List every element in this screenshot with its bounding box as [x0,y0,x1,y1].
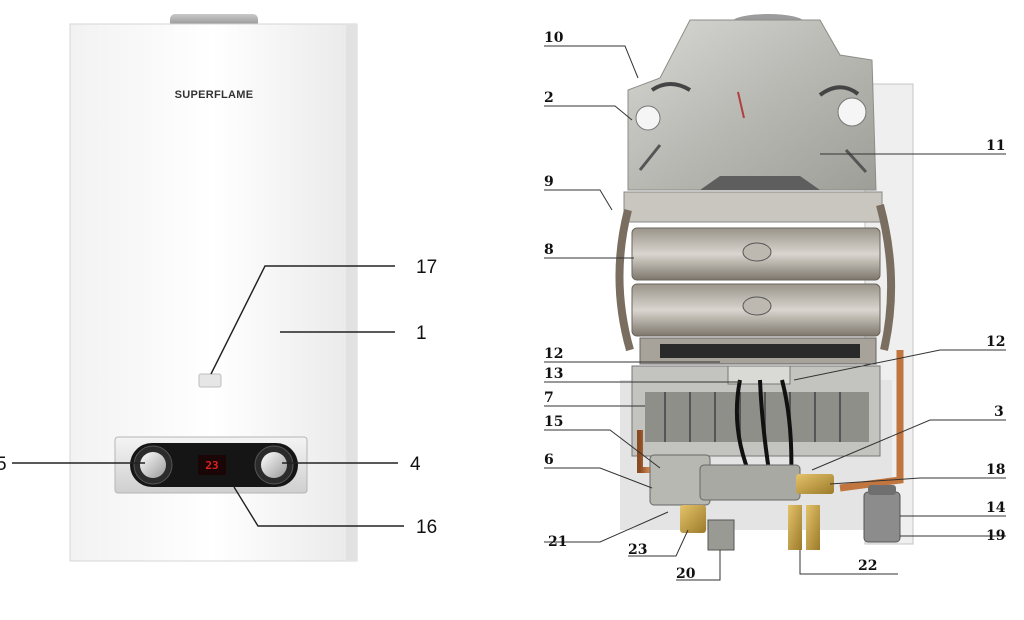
burner-grid [664,392,841,442]
label-11: 11 [986,138,1005,154]
label-2: 2 [544,90,554,106]
hood-slot-left [650,82,692,92]
hood-vent-left [635,105,661,131]
hood-lower-opening [700,176,820,190]
copper-pipe-right [839,350,904,492]
hood-mark [737,91,745,119]
gas-inlet-pipe [788,505,802,550]
label-10: 10 [544,30,564,46]
hood-slot-diagonal-left [638,144,662,171]
label-20: 20 [676,566,696,582]
label-5: 5 [0,454,7,475]
leader-line-20 [676,550,721,581]
water-inlet-pipe [707,519,735,551]
leader-line-21 [544,511,669,543]
casing-side-edge [346,24,357,561]
label-9: 9 [544,174,554,190]
gas-adjustment-knob-cap [261,452,287,478]
window-indicator [198,373,222,388]
label-7: 7 [544,390,554,406]
hood-vent-right [837,97,867,127]
leader-line-2 [544,105,633,121]
flue-hood [627,19,877,191]
label-16: 16 [416,517,437,538]
label-3: 3 [994,404,1004,420]
leader-line-23 [628,529,689,557]
label-12-right: 12 [986,334,1005,350]
label-14: 14 [986,500,1006,516]
brass-fitting-center [796,474,834,494]
label-17: 17 [416,257,437,278]
label-12-left: 12 [544,346,563,362]
heat-exchanger-plug-upper [742,242,772,262]
leader-line-16 [233,486,404,527]
leader-line-6 [544,467,653,489]
gas-valve-body [699,464,801,501]
brand-logo: SUPERFLAME [175,89,254,101]
label-4: 4 [410,454,421,475]
brass-fitting-left [680,505,706,533]
battery-box [863,491,901,543]
heat-exchanger-fins [623,191,883,223]
leader-line-18 [829,477,1006,485]
label-22: 22 [858,558,877,574]
heat-exchanger-coil-right [876,203,896,351]
label-18: 18 [986,462,1005,478]
label-23: 23 [628,542,647,558]
label-13: 13 [544,366,563,382]
label-8: 8 [544,242,554,258]
leader-line-3 [811,419,1006,471]
heat-exchanger-coil-left [615,209,634,352]
label-6: 6 [544,452,554,468]
leader-line-12-right [793,349,1006,381]
label-15: 15 [544,414,563,430]
leader-lines [544,45,1006,581]
water-temperature-knob-cap [140,452,166,478]
internal-unit-illustration: 10 2 11 9 8 12 12 13 7 15 3 6 18 14 21 2… [544,14,1006,582]
label-19: 19 [986,528,1005,544]
battery-box-top [868,485,896,495]
display-readout: 23 [205,459,218,472]
leader-line-22 [799,550,898,575]
front-unit-illustration: SUPERFLAME 23 17 1 5 4 16 [0,14,437,562]
burner-bars [645,392,869,442]
digital-display [198,455,226,475]
hood-slot-right [818,85,860,97]
outlet-pipe [806,505,820,550]
heat-exchanger-plug-lower [742,296,772,316]
leader-line-9 [544,189,613,211]
combustion-chamber [660,344,860,358]
leader-line-10 [544,45,639,79]
leader-line-15 [544,429,661,469]
label-21: 21 [548,534,567,550]
leader-line-17 [210,265,395,375]
label-1: 1 [416,323,427,344]
